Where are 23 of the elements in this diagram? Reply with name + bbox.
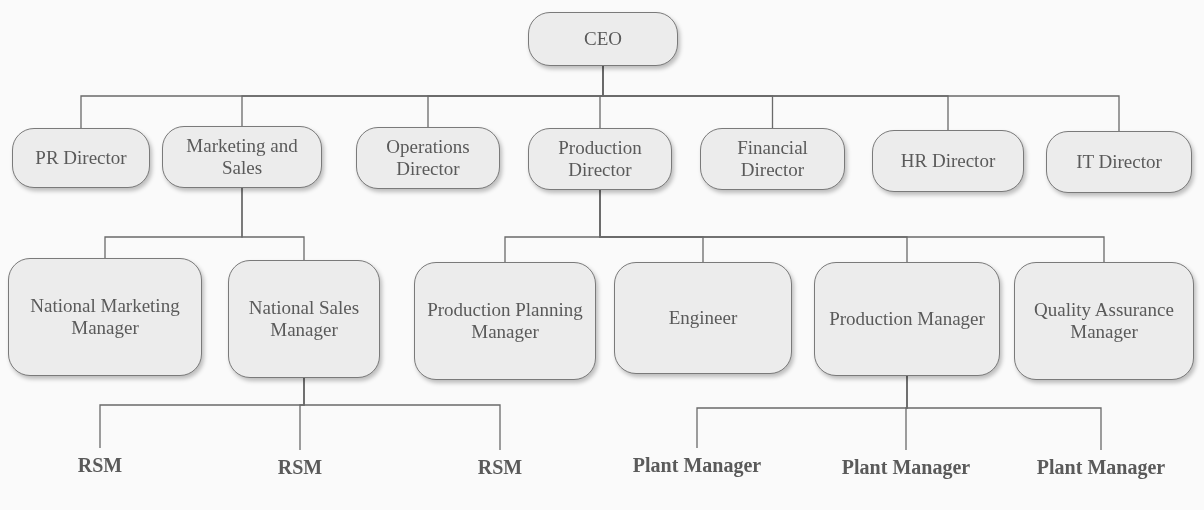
position-box: Operations Director [356,127,500,189]
position-label: RSM [470,450,530,484]
position-box: PR Director [12,128,150,188]
position-label: Plant Manager [602,448,792,482]
position-box: Production Planning Manager [414,262,596,380]
position-box: National Sales Manager [228,260,380,378]
position-box: CEO [528,12,678,66]
connector-line [241,187,305,261]
position-box: Quality Assurance Manager [1014,262,1194,380]
position-box: National Marketing Manager [8,258,202,376]
connector-line [303,377,501,451]
position-box: Financial Director [700,128,845,190]
position-label: RSM [270,450,330,484]
position-label: RSM [70,448,130,482]
position-box: HR Director [872,130,1024,192]
position-box: IT Director [1046,131,1192,193]
position-label: Plant Manager [812,450,1000,484]
position-label: Plant Manager [1008,450,1194,484]
position-box: Production Manager [814,262,1000,376]
position-box: Production Director [528,128,672,190]
position-box: Engineer [614,262,792,374]
position-box: Marketing and Sales [162,126,322,188]
connector-line [906,375,1102,451]
